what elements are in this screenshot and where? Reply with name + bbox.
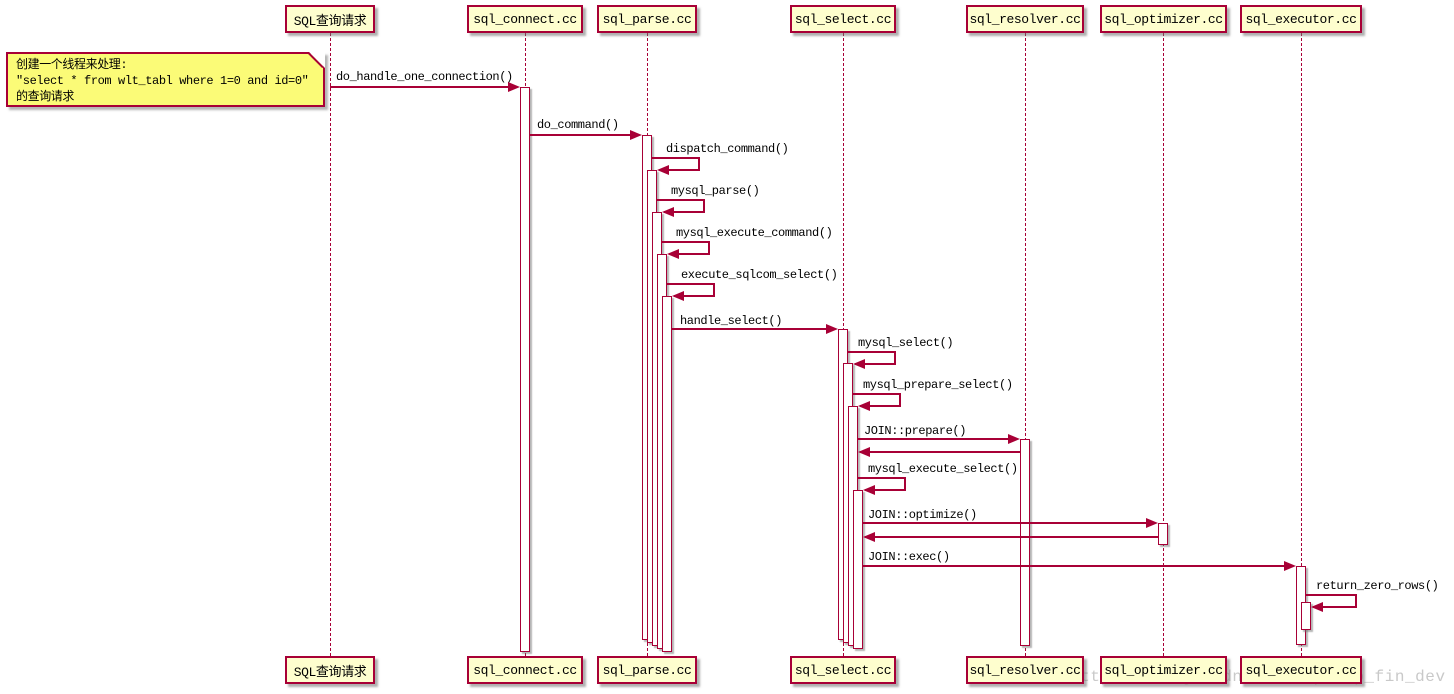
self-arrow-side — [894, 351, 896, 365]
arrowhead-left-icon — [863, 532, 875, 542]
self-arrow-side — [899, 393, 901, 407]
participant-sql-connect-bottom: sql_connect.cc — [467, 656, 583, 684]
note-line-3: 的查询请求 — [16, 90, 75, 104]
message-label: handle_select() — [680, 314, 783, 328]
participant-sql-optimizer-bottom: sql_optimizer.cc — [1100, 656, 1227, 684]
self-arrow-out — [662, 241, 710, 243]
call-arrow-line — [530, 134, 634, 136]
self-arrow-side — [713, 283, 715, 297]
self-arrow-out — [858, 477, 906, 479]
message-label: mysql_select() — [858, 336, 954, 350]
call-arrow-line — [863, 522, 1150, 524]
lifeline-sql-query — [330, 33, 331, 656]
self-arrow-side — [698, 157, 700, 171]
message-label: JOIN::exec() — [868, 550, 950, 564]
arrowhead-right-icon — [508, 82, 520, 92]
message-label: JOIN::prepare() — [864, 424, 967, 438]
activation-sql-parse-5 — [662, 296, 672, 652]
self-arrow-back — [855, 363, 896, 365]
participant-sql-resolver-top: sql_resolver.cc — [966, 5, 1084, 33]
self-arrow-back — [860, 405, 901, 407]
self-arrow-back — [664, 211, 705, 213]
message-label: do_handle_one_connection() — [336, 70, 513, 84]
call-arrow-line — [672, 328, 830, 330]
activation-sql-executor-2 — [1301, 602, 1311, 630]
participant-sql-connect-top: sql_connect.cc — [467, 5, 583, 33]
participant-sql-select-top: sql_select.cc — [790, 5, 896, 33]
arrowhead-left-icon — [667, 249, 679, 259]
call-arrow-line — [330, 86, 512, 88]
participant-sql-resolver-bottom: sql_resolver.cc — [966, 656, 1084, 684]
message-label: return_zero_rows() — [1316, 579, 1439, 593]
return-arrow-line — [860, 451, 1020, 453]
activation-sql-optimizer — [1158, 523, 1168, 545]
self-arrow-out — [667, 283, 715, 285]
self-arrow-side — [904, 477, 906, 491]
participant-sql-parse-bottom: sql_parse.cc — [597, 656, 697, 684]
self-arrow-out — [657, 199, 705, 201]
self-arrow-back — [1313, 606, 1357, 608]
return-arrow-line — [865, 536, 1158, 538]
call-arrow-line — [863, 565, 1288, 567]
self-arrow-out — [1306, 594, 1357, 596]
arrowhead-right-icon — [1146, 518, 1158, 528]
message-label: do_command() — [537, 118, 619, 132]
arrowhead-right-icon — [1284, 561, 1296, 571]
self-arrow-back — [659, 169, 700, 171]
participant-sql-select-bottom: sql_select.cc — [790, 656, 896, 684]
arrowhead-left-icon — [863, 485, 875, 495]
participant-sql-query-top: SQL查询请求 — [285, 5, 375, 33]
arrowhead-left-icon — [858, 401, 870, 411]
message-label: mysql_execute_command() — [676, 226, 833, 240]
note-line-2: "select * from wlt_tabl where 1=0 and id… — [16, 74, 309, 88]
self-arrow-back — [865, 489, 906, 491]
self-arrow-side — [1355, 594, 1357, 608]
arrowhead-left-icon — [853, 359, 865, 369]
message-label: mysql_prepare_select() — [863, 378, 1013, 392]
message-label: mysql_execute_select() — [868, 462, 1018, 476]
participant-sql-query-bottom: SQL查询请求 — [285, 656, 375, 684]
message-label: JOIN::optimize() — [868, 508, 977, 522]
note-line-1: 创建一个线程来处理: — [16, 58, 128, 72]
activation-sql-resolver — [1020, 439, 1030, 646]
arrowhead-left-icon — [662, 207, 674, 217]
arrowhead-right-icon — [1008, 434, 1020, 444]
participant-sql-parse-top: sql_parse.cc — [597, 5, 697, 33]
note-create-thread: 创建一个线程来处理: "select * from wlt_tabl where… — [6, 51, 325, 107]
arrowhead-left-icon — [657, 165, 669, 175]
activation-sql-connect — [520, 87, 530, 652]
arrowhead-left-icon — [858, 447, 870, 457]
arrowhead-left-icon — [672, 291, 684, 301]
participant-sql-optimizer-top: sql_optimizer.cc — [1100, 5, 1227, 33]
participant-sql-executor-bottom: sql_executor.cc — [1240, 656, 1362, 684]
self-arrow-out — [848, 351, 896, 353]
participant-sql-executor-top: sql_executor.cc — [1240, 5, 1362, 33]
lifeline-sql-resolver — [1025, 33, 1026, 656]
arrowhead-left-icon — [1311, 602, 1323, 612]
arrowhead-right-icon — [630, 130, 642, 140]
call-arrow-line — [858, 438, 1012, 440]
message-label: dispatch_command() — [666, 142, 789, 156]
activation-sql-select-4 — [853, 490, 863, 649]
self-arrow-out — [652, 157, 700, 159]
self-arrow-out — [853, 393, 901, 395]
self-arrow-side — [708, 241, 710, 255]
self-arrow-side — [703, 199, 705, 213]
self-arrow-back — [674, 295, 715, 297]
self-arrow-back — [669, 253, 710, 255]
lifeline-sql-executor — [1301, 33, 1302, 656]
arrowhead-right-icon — [826, 324, 838, 334]
lifeline-sql-optimizer — [1163, 33, 1164, 656]
message-label: mysql_parse() — [671, 184, 760, 198]
message-label: execute_sqlcom_select() — [681, 268, 838, 282]
